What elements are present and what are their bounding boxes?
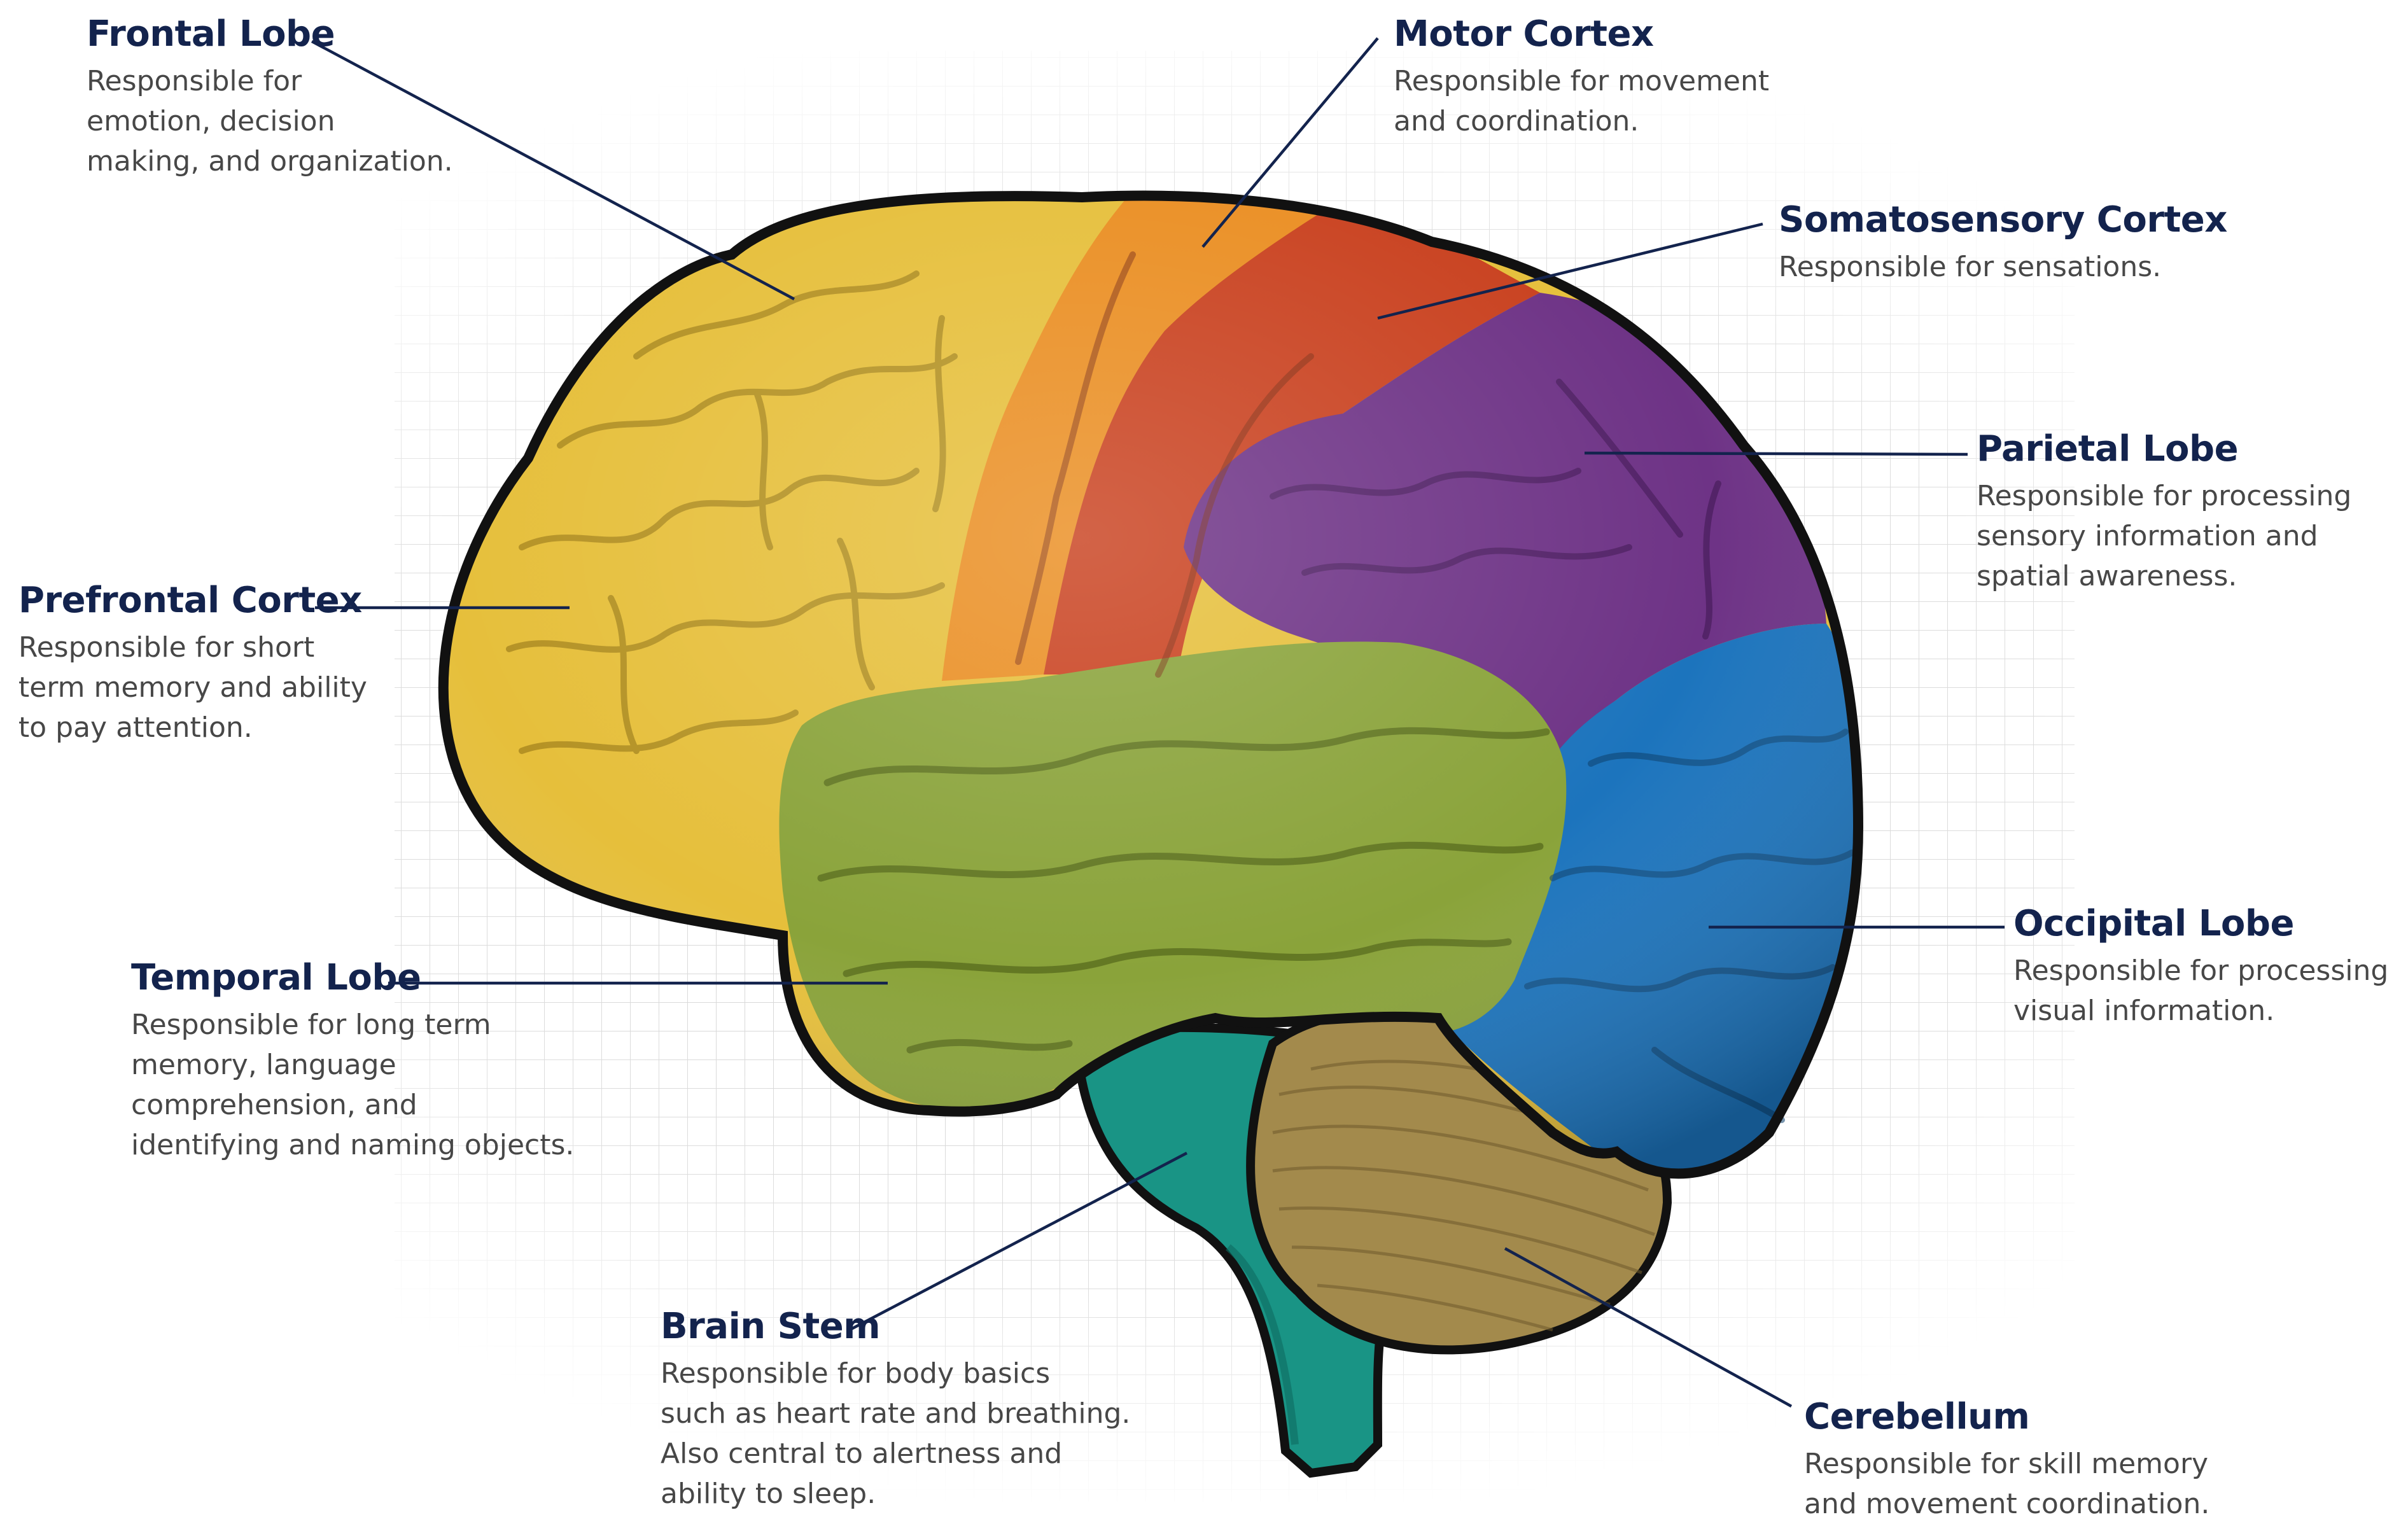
frontal-lobe-description: Responsible for emotion, decision making… <box>87 65 453 178</box>
frontal-lobe-label: Frontal Lobe Responsible for emotion, de… <box>87 13 453 181</box>
parietal-lobe-title: Parietal Lobe <box>1977 428 2239 470</box>
somatosensory-cortex-leader <box>1377 222 1763 320</box>
prefrontal-cortex-label: Prefrontal Cortex Responsible for short … <box>18 580 367 748</box>
parietal-lobe-leader <box>1584 451 1968 456</box>
motor-cortex-leader <box>1201 37 1379 248</box>
parietal-lobe-description: Responsible for processing sensory infor… <box>1977 480 2352 593</box>
cerebrum-shading <box>443 195 1859 1174</box>
prefrontal-cortex-description: Responsible for short term memory and ab… <box>18 631 367 745</box>
frontal-lobe-title: Frontal Lobe <box>87 13 335 55</box>
parietal-lobe-label: Parietal Lobe Responsible for processing… <box>1977 428 2352 596</box>
frontal-lobe-leader <box>311 40 795 300</box>
motor-cortex-title: Motor Cortex <box>1394 13 1654 55</box>
brain-stem-leader <box>848 1152 1188 1331</box>
brain-stem-description: Responsible for body basics such as hear… <box>661 1357 1131 1511</box>
somatosensory-cortex-title: Somatosensory Cortex <box>1779 199 2227 241</box>
cerebellum-leader <box>1504 1247 1793 1408</box>
cerebellum-title: Cerebellum <box>1804 1396 2030 1437</box>
temporal-lobe-description: Responsible for long term memory, langua… <box>131 1009 575 1162</box>
brain-stem-title: Brain Stem <box>661 1306 881 1347</box>
occipital-lobe-label: Occipital Lobe Responsible for processin… <box>2013 903 2389 1031</box>
occipital-lobe-description: Responsible for processing visual inform… <box>2013 954 2389 1028</box>
brain-stem-label: Brain Stem Responsible for body basics s… <box>661 1306 1130 1514</box>
temporal-lobe-label: Temporal Lobe Responsible for long term … <box>131 957 575 1165</box>
somatosensory-cortex-label: Somatosensory Cortex Responsible for sen… <box>1779 199 2227 287</box>
occipital-lobe-title: Occipital Lobe <box>2013 903 2294 944</box>
motor-cortex-description: Responsible for movement and coordinatio… <box>1394 65 1770 138</box>
prefrontal-cortex-title: Prefrontal Cortex <box>18 580 362 621</box>
cerebellum-description: Responsible for skill memory and movemen… <box>1804 1448 2210 1521</box>
temporal-lobe-title: Temporal Lobe <box>131 957 421 998</box>
cerebellum-label: Cerebellum Responsible for skill memory … <box>1804 1396 2210 1524</box>
somatosensory-cortex-description: Responsible for sensations. <box>1779 251 2162 284</box>
cerebrum-outline <box>438 190 1864 1179</box>
motor-cortex-label: Motor Cortex Responsible for movement an… <box>1394 13 1770 141</box>
